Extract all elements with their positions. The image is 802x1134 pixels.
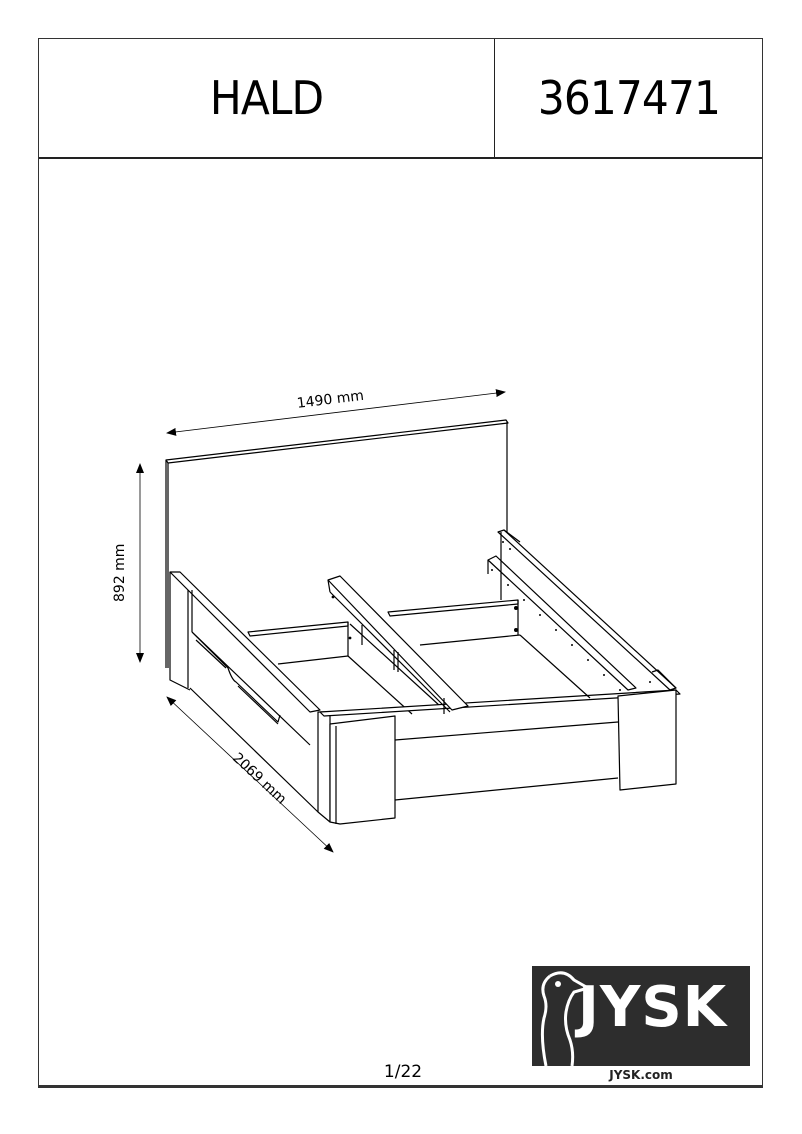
- jysk-logo: JYSK: [532, 966, 750, 1066]
- page-frame: HALD 3617471: [38, 38, 763, 1088]
- product-name-cell: HALD: [39, 39, 495, 157]
- product-name: HALD: [209, 71, 324, 125]
- article-number-cell: 3617471: [495, 39, 762, 157]
- bird-icon: [540, 971, 592, 1066]
- screw-holes: [331, 541, 651, 691]
- article-number: 3617471: [537, 71, 720, 125]
- page-indicator: 1/22: [383, 1062, 423, 1082]
- height-dimension-label: 892 mm: [112, 543, 128, 602]
- brand-wordmark: JYSK: [578, 975, 728, 1040]
- brand-url: JYSK.com: [609, 1068, 673, 1082]
- length-dimension-line: [166, 696, 334, 853]
- header-row: HALD 3617471: [39, 39, 762, 159]
- width-dimension-line: [166, 389, 506, 436]
